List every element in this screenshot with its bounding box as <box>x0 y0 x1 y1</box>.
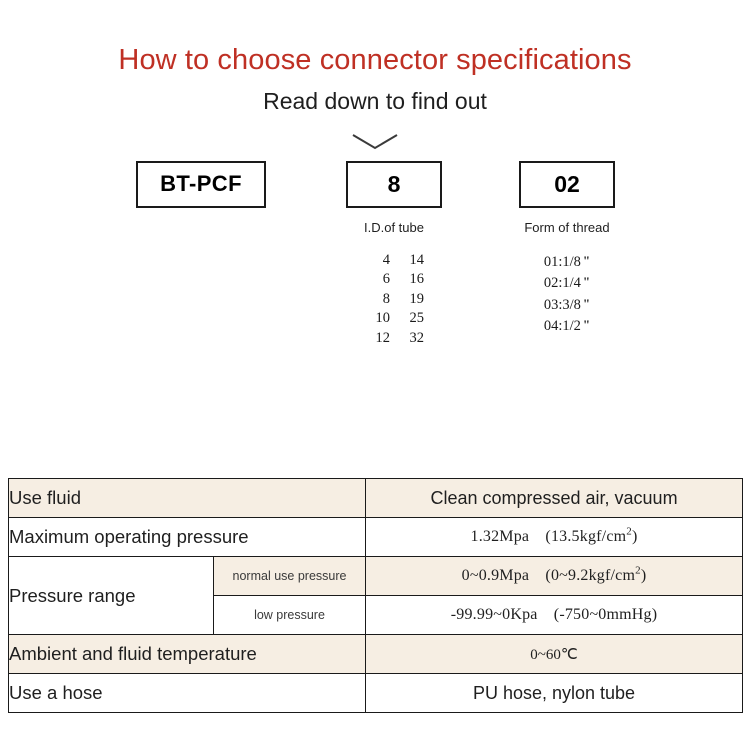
spec-sublabel-low-pressure: low pressure <box>212 595 367 635</box>
code-box-tube-id-value: 8 <box>387 170 401 197</box>
thread-option-unit: " <box>582 274 591 290</box>
code-box-series-value: BT-PCF <box>160 171 242 197</box>
tube-option-small: 8 <box>382 290 390 307</box>
spec-value-sup: 2 <box>626 525 632 538</box>
list-item: 12 32 <box>346 329 442 349</box>
spec-value-sup: 2 <box>635 564 641 577</box>
specification-table: Use fluid Clean compressed air, vacuum M… <box>7 478 744 713</box>
list-item: 4 14 <box>346 251 442 271</box>
code-breakdown-area: BT-PCF 8 02 I.D.of tube Form of thread 4… <box>0 157 750 387</box>
code-box-thread-form-value: 02 <box>554 170 580 197</box>
page-title: How to choose connector specifications <box>118 44 632 76</box>
thread-option-code: 04:1/2 <box>543 318 581 335</box>
spec-value-tail: ) <box>640 567 647 584</box>
spec-value-text: 0~0.9Mpa (0~9.2kgf/cm <box>461 567 636 584</box>
tube-option-large: 25 <box>409 310 425 327</box>
page-header: How to choose connector specifications R… <box>0 0 750 115</box>
spec-value-temperature: 0~60℃ <box>365 634 744 674</box>
table-row: Ambient and fluid temperature 0~60℃ <box>7 634 744 674</box>
thread-option-unit: " <box>582 252 591 268</box>
thread-option-code: 01:1/8 <box>543 253 581 270</box>
code-box-series: BT-PCF <box>136 160 266 208</box>
code-box-tube-id: 8 <box>346 160 442 208</box>
spec-label-hose: Use a hose <box>7 673 367 713</box>
list-item: 03:3/8" <box>505 294 629 316</box>
spec-value-hose: PU hose, nylon tube <box>365 673 744 713</box>
tube-option-small: 4 <box>382 251 390 268</box>
spec-sublabel-normal-use-pressure: normal use pressure <box>212 556 367 596</box>
spec-label-pressure-range: Pressure range <box>8 556 214 635</box>
tube-option-small: 6 <box>382 271 390 288</box>
chevron-down-icon <box>352 133 398 149</box>
tube-option-large: 19 <box>409 290 425 307</box>
spec-value-normal-use-pressure: 0~0.9Mpa (0~9.2kgf/cm2) <box>365 556 744 596</box>
thread-option-code: 02:1/4 <box>543 275 581 292</box>
tube-option-large: 16 <box>409 271 425 288</box>
spec-label-temperature: Ambient and fluid temperature <box>7 634 367 674</box>
table-row: Pressure range normal use pressure 0~0.9… <box>8 556 744 635</box>
code-box-thread-form: 02 <box>519 160 615 208</box>
spec-value-use-fluid: Clean compressed air, vacuum <box>365 478 744 518</box>
spec-value-text: 1.32Mpa (13.5kgf/cm <box>470 528 627 545</box>
list-item: 6 16 <box>346 270 442 290</box>
spec-value-low-pressure: -99.99~0Kpa (-750~0mmHg) <box>365 595 744 635</box>
list-item: 02:1/4" <box>505 272 629 294</box>
thread-option-unit: " <box>582 295 591 311</box>
table-row: Use fluid Clean compressed air, vacuum <box>7 478 744 518</box>
tube-option-large: 32 <box>409 329 425 346</box>
spec-label-use-fluid: Use fluid <box>7 478 367 518</box>
thread-form-option-list: 01:1/8" 02:1/4" 03:3/8" 04:1/2" <box>505 251 629 337</box>
caption-thread-form: Form of thread <box>524 219 610 235</box>
chevron-down-icon-wrap <box>0 131 750 157</box>
spec-value-tail: ) <box>631 528 638 545</box>
page-subtitle: Read down to find out <box>263 88 487 115</box>
list-item: 01:1/8" <box>505 251 629 273</box>
list-item: 10 25 <box>346 309 442 329</box>
list-item: 04:1/2" <box>505 315 629 337</box>
spec-label-max-pressure: Maximum operating pressure <box>7 517 367 557</box>
tube-id-option-list: 4 14 6 16 8 19 10 25 12 32 <box>346 251 442 349</box>
caption-tube-id: I.D.of tube <box>364 219 424 235</box>
tube-option-large: 14 <box>409 251 425 268</box>
list-item: 8 19 <box>346 290 442 310</box>
thread-option-unit: " <box>582 317 591 333</box>
thread-option-code: 03:3/8 <box>543 296 581 313</box>
tube-option-small: 10 <box>375 310 391 327</box>
spec-value-max-pressure: 1.32Mpa (13.5kgf/cm2) <box>365 517 744 557</box>
table-row: Use a hose PU hose, nylon tube <box>7 673 744 713</box>
table-row: Maximum operating pressure 1.32Mpa (13.5… <box>7 517 744 557</box>
tube-option-small: 12 <box>375 329 391 346</box>
